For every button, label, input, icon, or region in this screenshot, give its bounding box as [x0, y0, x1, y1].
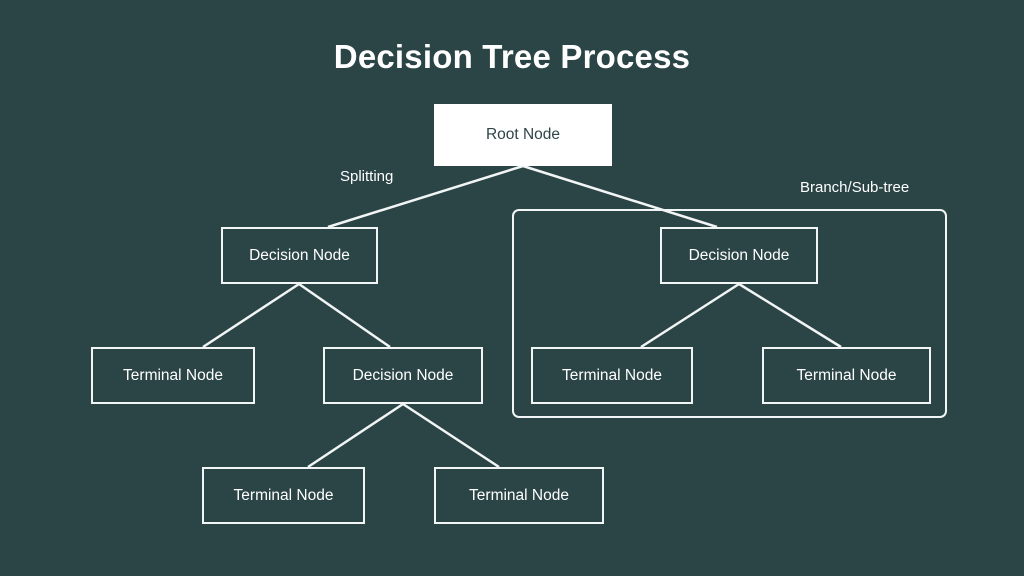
node-term-l1[interactable]: Terminal Node: [91, 347, 255, 404]
node-label: Decision Node: [249, 246, 350, 264]
edge-dec-mid-to-term-m2: [402, 402, 500, 469]
edge-dec-mid-to-term-m1: [307, 402, 404, 469]
node-label: Decision Node: [688, 246, 790, 264]
branch-subtree-label: Branch/Sub-tree: [800, 179, 910, 196]
node-root[interactable]: Root Node: [434, 104, 612, 166]
node-dec-mid[interactable]: Decision Node: [323, 347, 483, 404]
splitting-label: Splitting: [340, 168, 394, 185]
node-term-b1[interactable]: Terminal Node: [531, 347, 693, 404]
node-label: Terminal Node: [469, 486, 569, 504]
node-label: Root Node: [485, 126, 561, 144]
node-term-b2[interactable]: Terminal Node: [762, 347, 931, 404]
node-term-m2[interactable]: Terminal Node: [434, 467, 604, 524]
edge-dec-left-to-dec-mid: [298, 282, 391, 349]
branch-subtree-container: [512, 209, 947, 418]
node-label: Terminal Node: [562, 366, 662, 384]
edge-dec-left-to-term-l1: [202, 282, 300, 349]
node-dec-left[interactable]: Decision Node: [221, 227, 378, 284]
node-label: Terminal Node: [233, 486, 334, 504]
node-label: Terminal Node: [123, 366, 223, 384]
page-title: Decision Tree Process: [333, 38, 691, 75]
node-term-m1[interactable]: Terminal Node: [202, 467, 365, 524]
node-dec-right[interactable]: Decision Node: [660, 227, 818, 284]
node-label: Decision Node: [352, 366, 454, 384]
node-label: Terminal Node: [796, 366, 897, 384]
